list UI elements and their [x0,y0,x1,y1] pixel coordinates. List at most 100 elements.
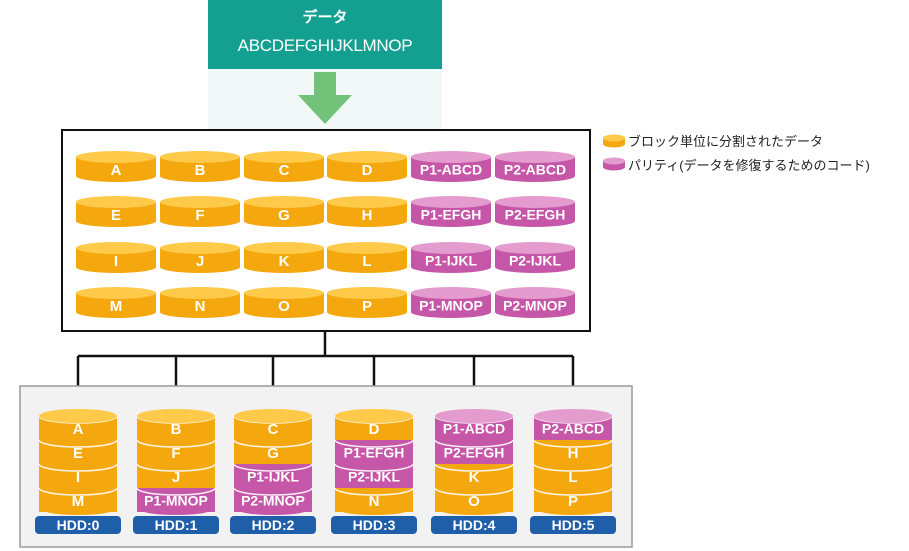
grid-block-o: O [244,287,324,318]
grid-block-d: D [327,151,407,182]
block-label: B [195,162,206,179]
hdd-block-o: O [468,493,480,510]
legend-data-icon [603,134,625,148]
grid-block-c: C [244,151,324,182]
hdd-label-0: HDD:0 [35,516,121,534]
block-label: I [114,253,118,270]
block-label: L [362,253,371,270]
hdd-label-4: HDD:4 [431,516,517,534]
legend-parity: パリティ(データを修復するためのコード) [628,155,870,174]
block-label: J [196,253,204,270]
data-title: データ [302,9,348,26]
block-label: N [195,298,206,315]
block-label: C [279,162,290,179]
block-label: P2-EFGH [505,207,566,223]
block-label: P1-ABCD [420,162,482,178]
legend-data: ブロック単位に分割されたデータ [628,131,823,150]
hdd-3: D P1-EFGH P2-IJKL N [334,409,414,515]
hdd-block-p2-abcd: P2-ABCD [542,421,604,437]
block-label: A [111,162,122,179]
grid-block-k: K [244,242,324,273]
hdd-top [39,409,117,423]
block-label: O [278,298,290,315]
block-label: M [110,298,123,315]
hdd-block-p1-mnop: P1-MNOP [144,493,208,509]
hdd-label-5: HDD:5 [530,516,616,534]
block-label: P [362,298,372,315]
grid-block-p1-ijkl: P1-IJKL [411,242,491,273]
legend-parity-icon [603,157,625,171]
hdd-block-k: K [469,469,480,486]
data-sequence: ABCDEFGHIJKLMNOP [237,36,413,55]
block-label: D [362,162,373,179]
hdd-block-p1-ijkl: P1-IJKL [247,469,300,485]
hdd-block-n: N [369,493,380,510]
hdd-top [534,409,612,423]
hdd-block-g: G [267,445,279,462]
hdd-block-p2-ijkl: P2-IJKL [348,469,401,485]
grid-block-p1-efgh: P1-EFGH [411,196,491,227]
hdd-block-j: J [172,469,180,486]
grid-block-g: G [244,196,324,227]
hdd-block-p1-efgh: P1-EFGH [344,445,405,461]
hdd-5: P2-ABCD HLP [533,409,613,515]
grid-block-p: P [327,287,407,318]
block-label: E [111,207,121,224]
hdd-block-c: C [268,421,279,438]
grid-block-l: L [327,242,407,273]
grid-block-p2-abcd: P2-ABCD [495,151,575,182]
hdd-block-p2-mnop: P2-MNOP [241,493,305,509]
hdd-block-p1-abcd: P1-ABCD [443,421,505,437]
grid-block-p2-mnop: P2-MNOP [495,287,575,318]
hdd-block-i: I [76,469,80,486]
hdd-block-p: P [568,493,578,510]
legend-data-label: ブロック単位に分割されたデータ [628,134,824,149]
block-label: G [278,207,290,224]
hdd-block-f: F [171,445,180,462]
hdd-label-3: HDD:3 [331,516,417,534]
block-label: P1-EFGH [421,207,482,223]
hdd-2: CG P1-IJKL P2-MNOP [233,409,313,515]
block-label: P2-IJKL [509,253,562,269]
block-label: K [279,253,290,270]
hdd-label-1: HDD:1 [133,516,219,534]
hdd-top [435,409,513,423]
legend-parity-label: パリティ(データを修復するためのコード) [628,158,870,173]
down-arrow-icon [298,72,352,124]
grid-block-a: A [76,151,156,182]
hdd-block-p2-efgh: P2-EFGH [444,445,505,461]
hdd-top [335,409,413,423]
grid-block-f: F [160,196,240,227]
hdd-block-e: E [73,445,83,462]
block-label: P2-ABCD [504,162,566,178]
grid-block-p2-ijkl: P2-IJKL [495,242,575,273]
block-label: P2-MNOP [503,298,567,314]
grid-block-m: M [76,287,156,318]
grid-block-i: I [76,242,156,273]
grid-block-p1-abcd: P1-ABCD [411,151,491,182]
hdd-top [234,409,312,423]
block-label: P1-MNOP [419,298,483,314]
hdd-block-b: B [171,421,182,438]
block-label: F [195,207,204,224]
hdd-block-d: D [369,421,380,438]
grid-block-b: B [160,151,240,182]
grid-block-p2-efgh: P2-EFGH [495,196,575,227]
hdd-block-l: L [568,469,577,486]
grid-block-e: E [76,196,156,227]
hdd-4: P1-ABCD P2-EFGH KO [434,409,514,515]
hdd-block-m: M [72,493,85,510]
block-label: P1-IJKL [425,253,478,269]
data-header: データ ABCDEFGHIJKLMNOP [208,0,442,69]
hdd-block-a: A [73,421,84,438]
hdd-block-h: H [568,445,579,462]
hdd-1: BFJ P1-MNOP [136,409,216,515]
grid-block-p1-mnop: P1-MNOP [411,287,491,318]
grid-block-j: J [160,242,240,273]
hdd-top [137,409,215,423]
grid-block-h: H [327,196,407,227]
grid-block-n: N [160,287,240,318]
block-label: H [362,207,373,224]
